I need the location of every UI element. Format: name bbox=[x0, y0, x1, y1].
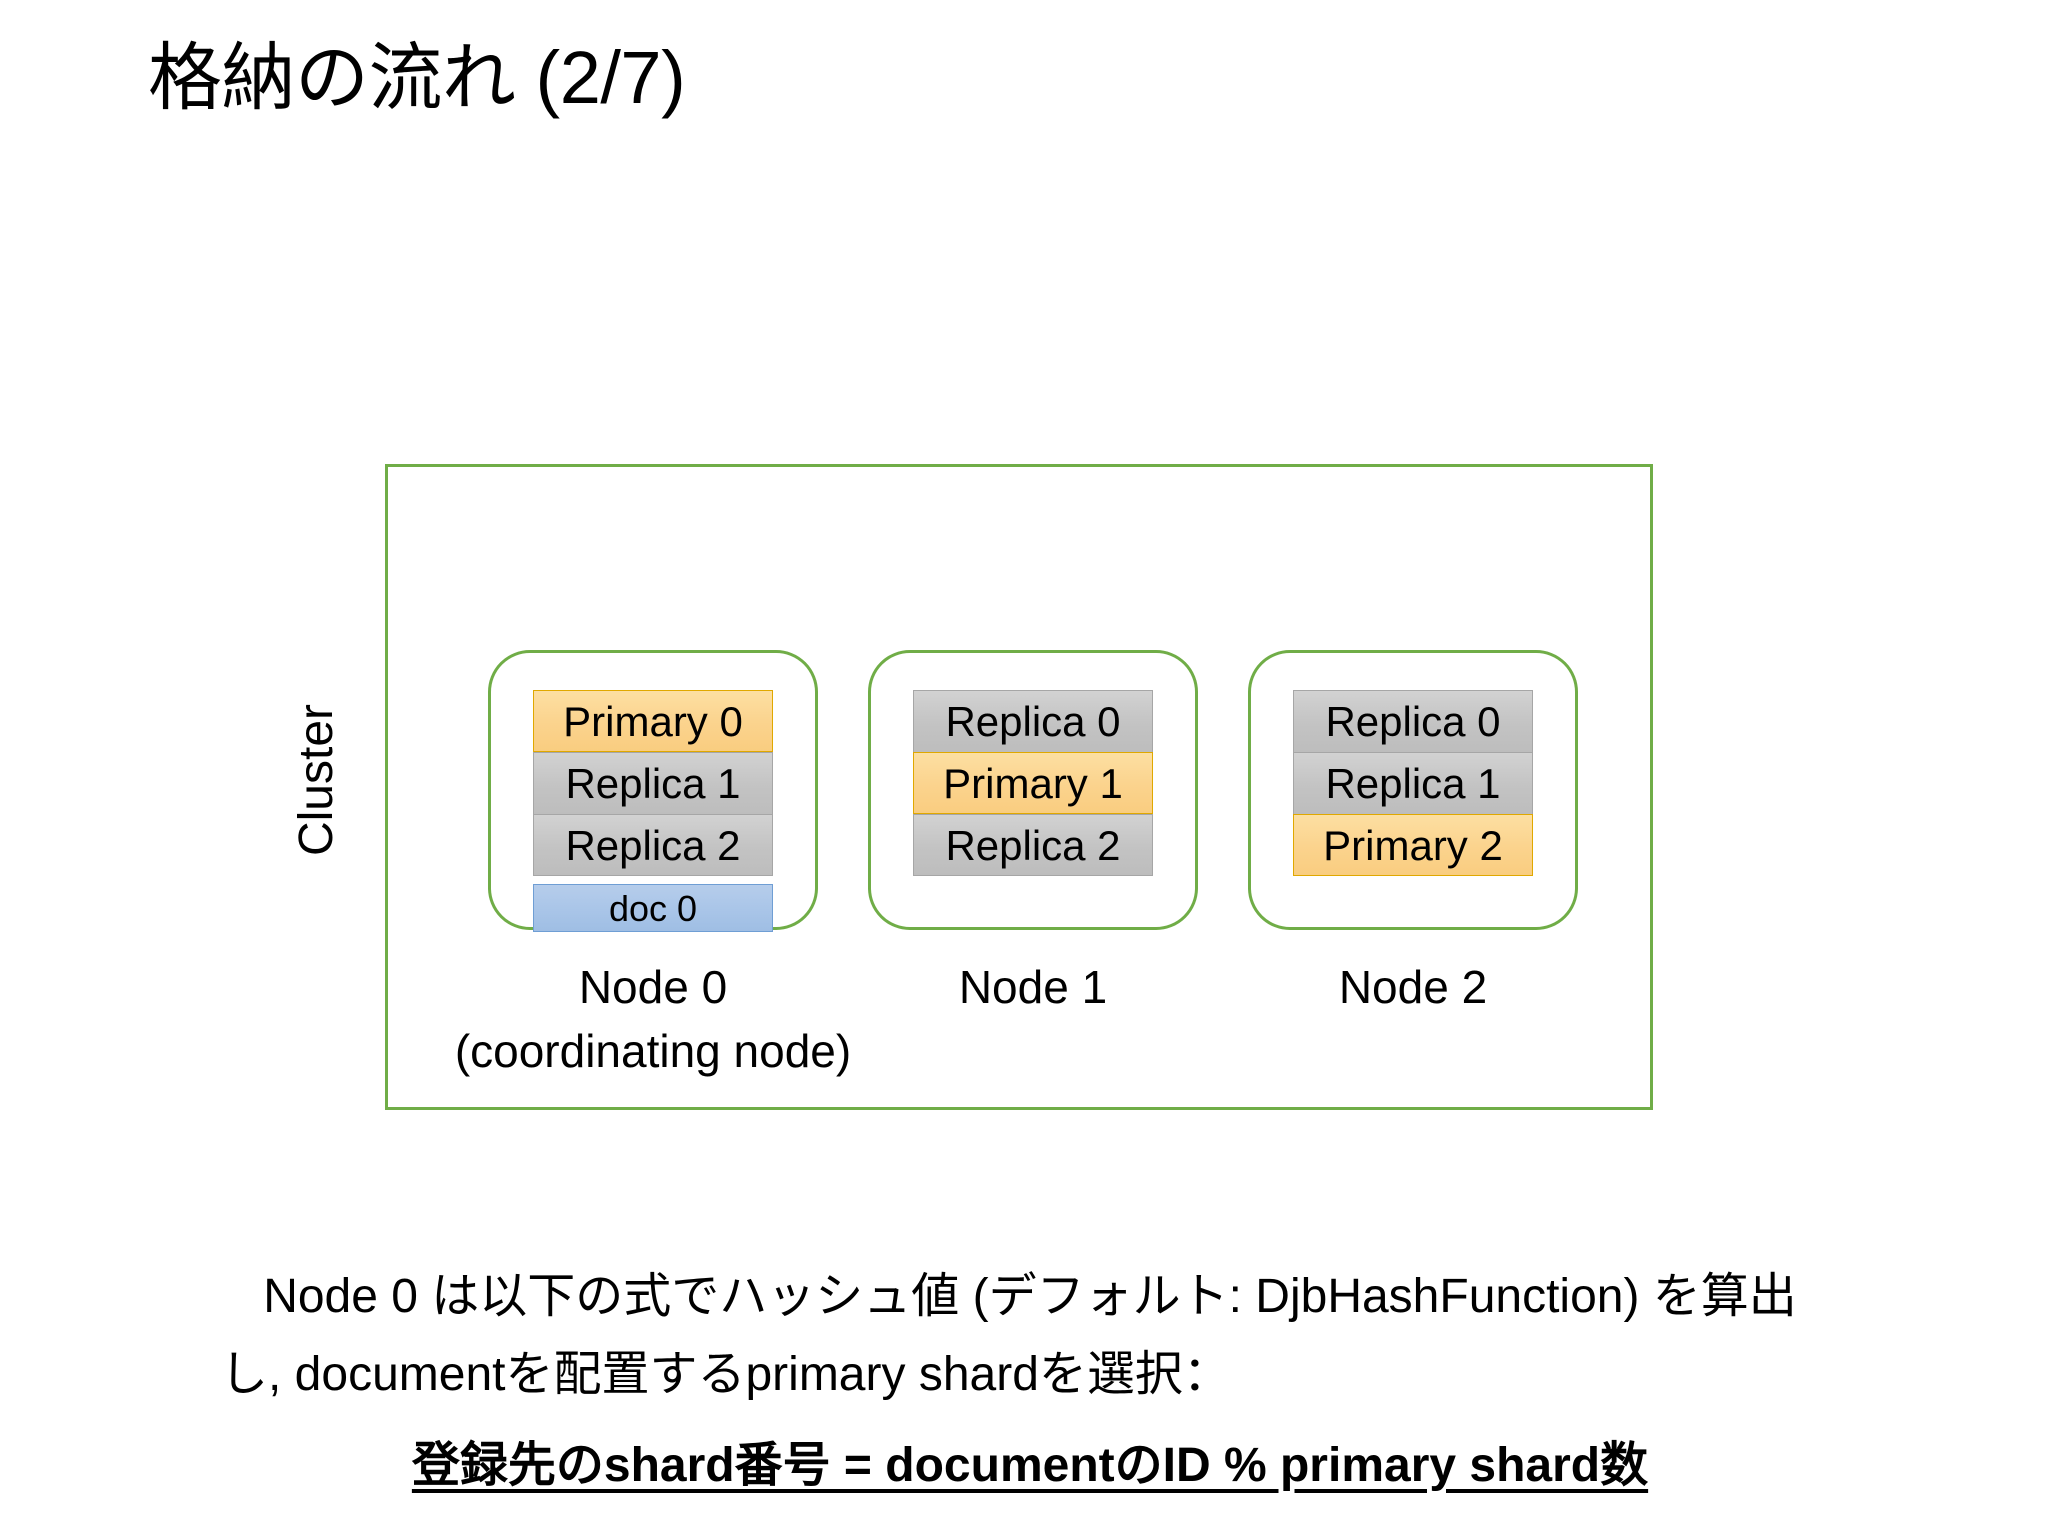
explanation-line-2: し, documentを配置するprimary shardを選択： bbox=[220, 1348, 1231, 1401]
shard-stack-node-2: Replica 0 Replica 1 Primary 2 bbox=[1293, 690, 1533, 876]
cluster-label: Cluster bbox=[290, 703, 343, 857]
shard-primary-0[interactable]: Primary 0 bbox=[533, 690, 773, 752]
formula-text: 登録先のshard番号 = documentのID % primary shar… bbox=[411, 1439, 1649, 1492]
shard-stack-node-1: Replica 0 Primary 1 Replica 2 bbox=[913, 690, 1153, 876]
shard-replica-2[interactable]: Replica 2 bbox=[533, 814, 773, 876]
doc-box[interactable]: doc 0 bbox=[533, 884, 773, 932]
explanation-paragraph: Node 0 は以下の式でハッシュ値 (デフォルト: DjbHashFuncti… bbox=[150, 1258, 1910, 1414]
shard-replica-1[interactable]: Replica 1 bbox=[1293, 752, 1533, 814]
node-caption-label-2: Node 2 bbox=[1338, 961, 1488, 1013]
shard-stack-node-0: Primary 0 Replica 1 Replica 2 bbox=[533, 690, 773, 876]
shard-primary-1[interactable]: Primary 1 bbox=[913, 752, 1153, 814]
shard-replica-1[interactable]: Replica 1 bbox=[533, 752, 773, 814]
node-caption-label-0: Node 0 bbox=[578, 961, 728, 1013]
shard-replica-0[interactable]: Replica 0 bbox=[1293, 690, 1533, 752]
explanation-line-1: Node 0 は以下の式でハッシュ値 (デフォルト: DjbHashFuncti… bbox=[263, 1270, 1797, 1323]
page-title: 格納の流れ (2/7) bbox=[148, 36, 686, 119]
shard-primary-2[interactable]: Primary 2 bbox=[1293, 814, 1533, 876]
node-caption-1: Node 1 bbox=[813, 955, 1253, 1019]
node-caption-label-1: Node 1 bbox=[958, 961, 1108, 1013]
node-caption-sub-0: (coordinating node) bbox=[454, 1025, 852, 1077]
node-caption-2: Node 2 bbox=[1193, 955, 1633, 1019]
node-caption-0: Node 0 (coordinating node) bbox=[433, 955, 873, 1083]
shard-replica-2[interactable]: Replica 2 bbox=[913, 814, 1153, 876]
shard-replica-0[interactable]: Replica 0 bbox=[913, 690, 1153, 752]
